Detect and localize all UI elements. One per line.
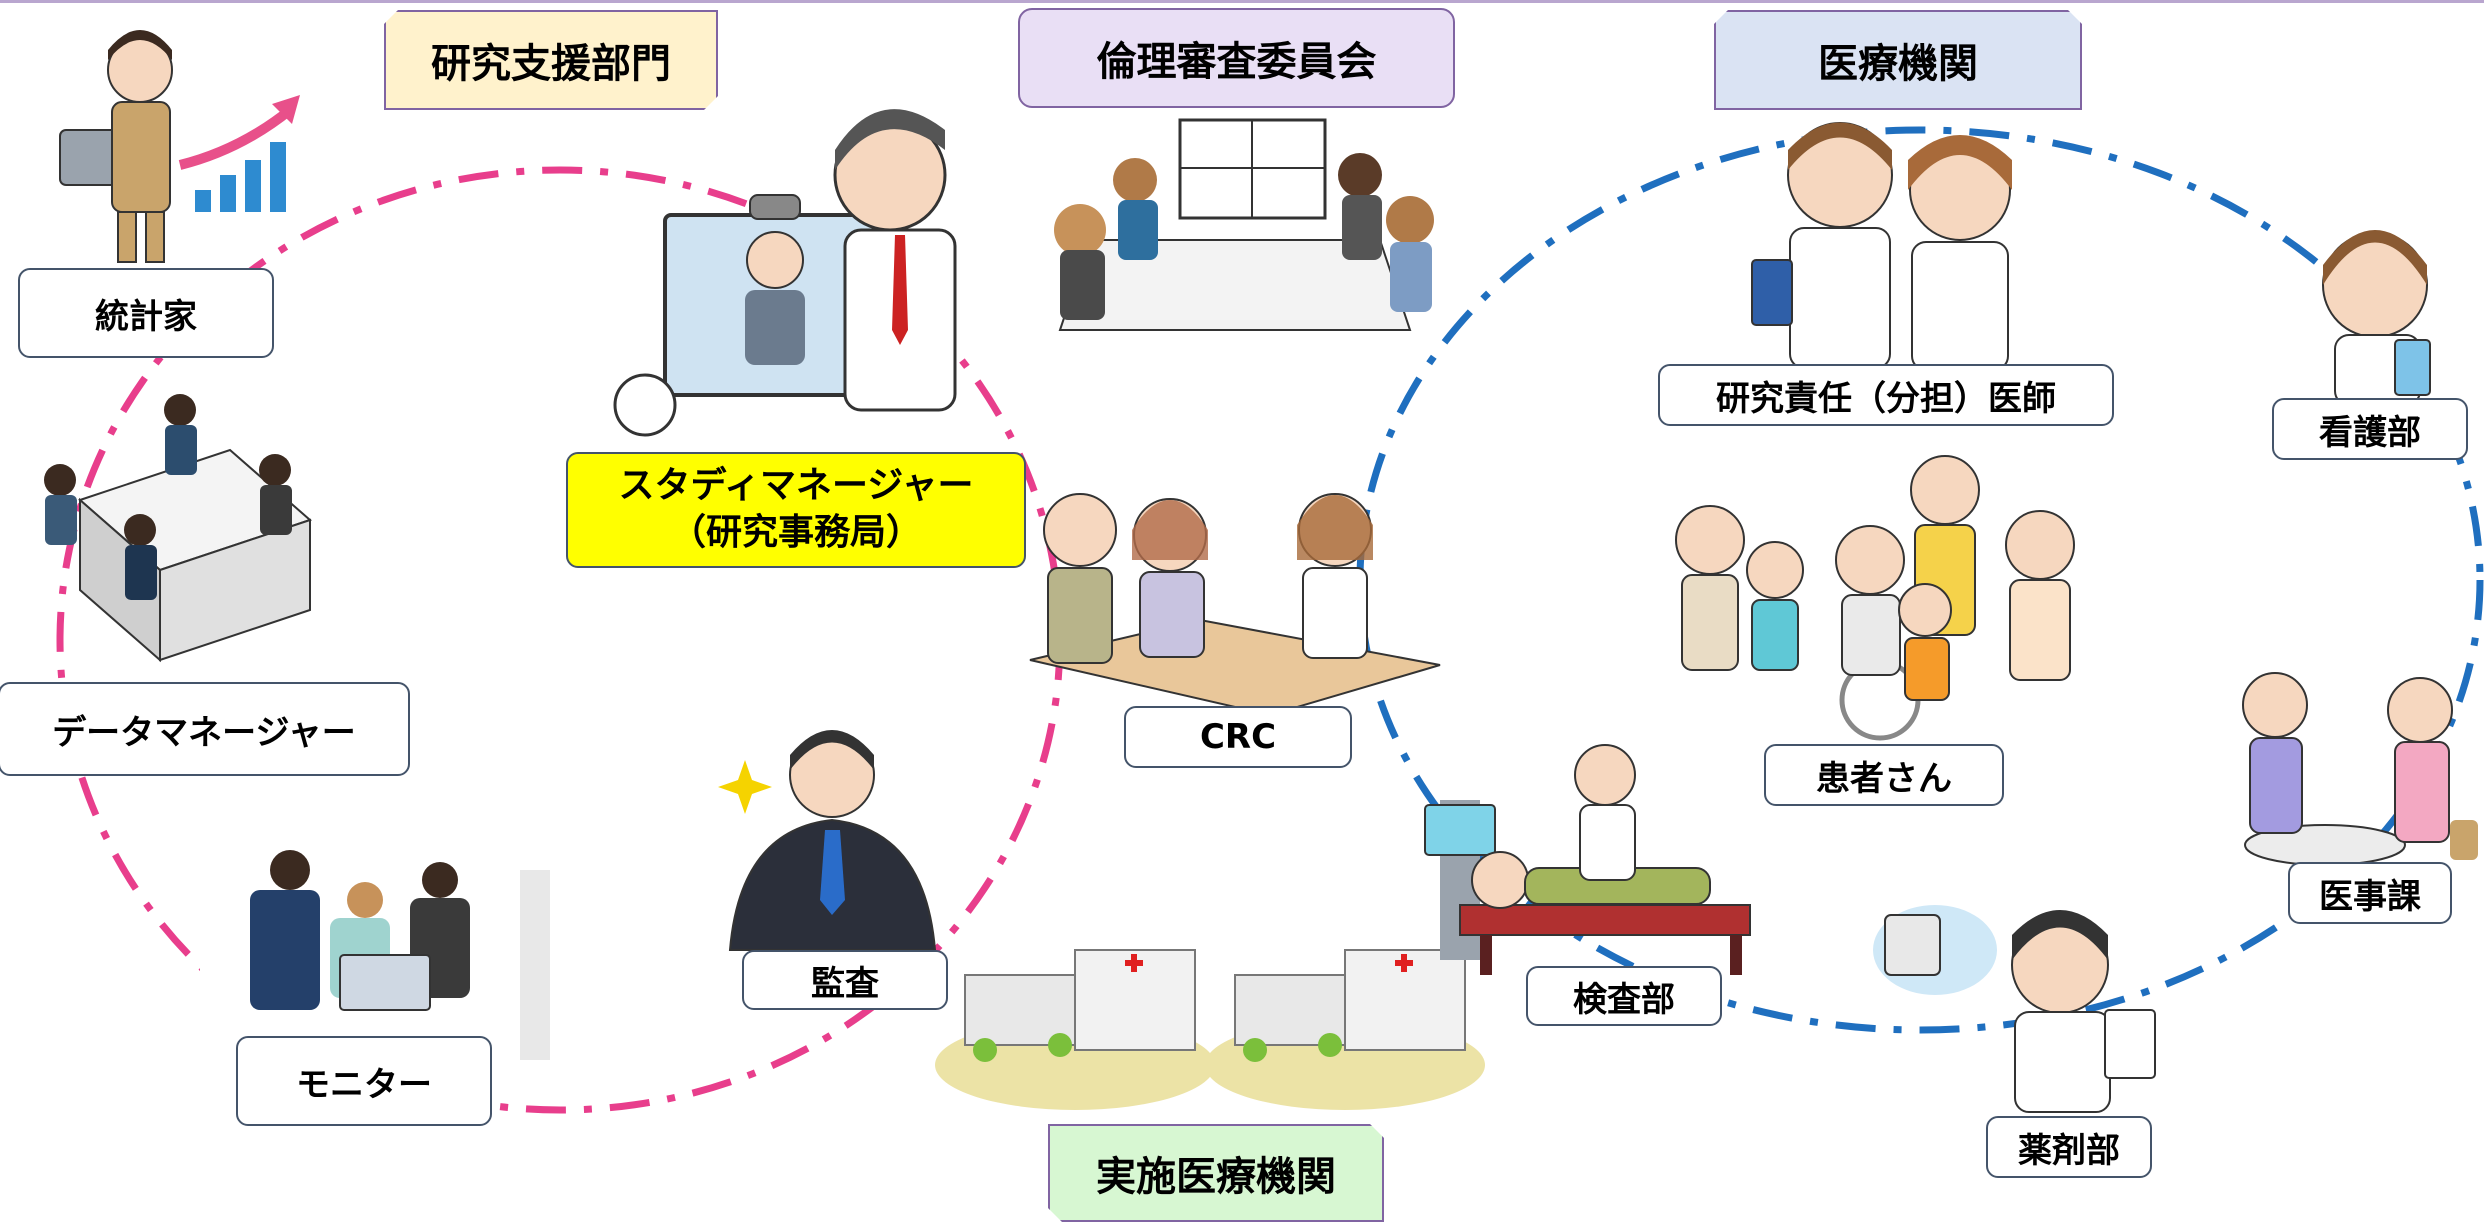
label-data-manager: データマネージャー [0,682,410,776]
header-medical-institution: 医療機関 [1714,10,2082,110]
study-manager-subtitle: （研究事務局） [669,512,922,553]
crc-meeting-illustration [1029,493,1441,717]
header-implementing-institution: 実施医療機関 [1048,1124,1384,1222]
video-call-illustration [613,109,957,437]
label-study-manager: スタディマネージャー （研究事務局） [566,452,1026,568]
label-investigator: 研究責任（分担）医師 [1658,364,2114,426]
nurse-illustration [2322,230,2431,406]
label-laboratory: 検査部 [1526,966,1722,1026]
data-team-illustration [44,394,312,663]
ethics-meeting-illustration [1054,118,1434,331]
doctors-illustration [1751,122,2012,371]
top-border-line [0,0,2484,3]
examination-illustration [1424,744,1751,975]
label-statistician: 統計家 [18,268,274,358]
label-monitor: モニター [236,1036,492,1126]
header-ethics-committee: 倫理審査委員会 [1018,8,1455,108]
reception-illustration [2242,672,2478,866]
hospital-buildings-illustration [935,949,1485,1110]
patient-family-illustration [1675,455,2075,741]
label-crc: CRC [1124,706,1352,768]
label-nursing: 看護部 [2272,398,2468,460]
study-manager-title: スタディマネージャー [618,465,974,507]
monitor-team-illustration [200,850,550,1060]
pharmacist-illustration [1873,905,2156,1113]
statistician-illustration [59,30,300,263]
header-research-support: 研究支援部門 [384,10,718,110]
label-pharmacy: 薬剤部 [1986,1116,2152,1178]
label-audit: 監査 [742,950,948,1010]
label-medical-affairs: 医事課 [2288,862,2452,924]
label-patients: 患者さん [1764,744,2004,806]
auditor-illustration [718,730,937,951]
medical-institution-circle [1356,126,2484,1034]
